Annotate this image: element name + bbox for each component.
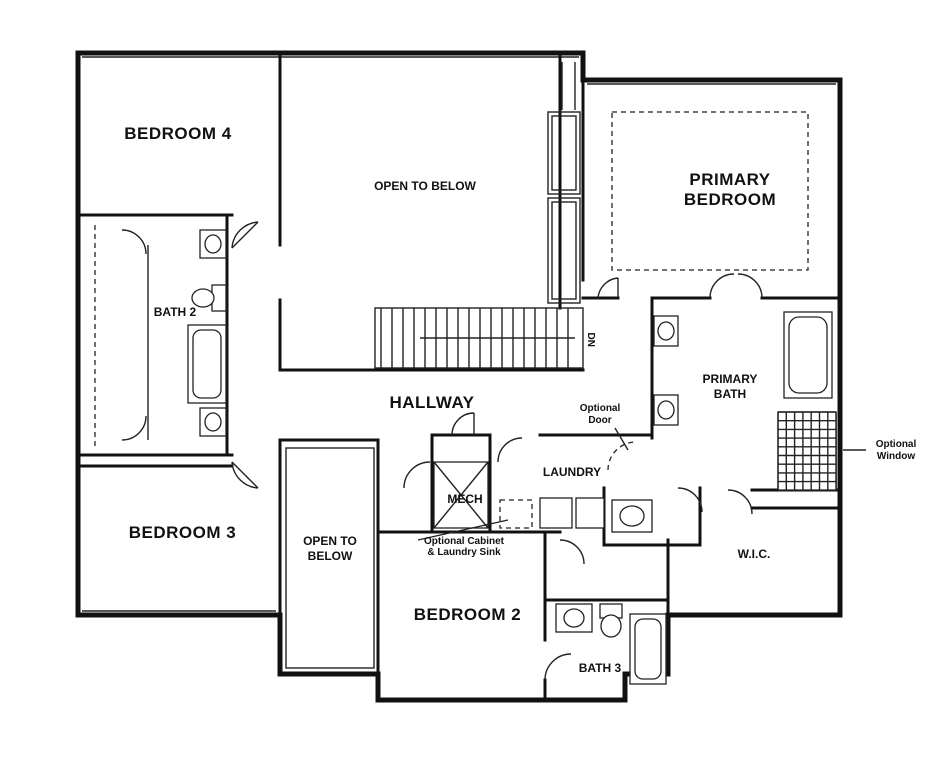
bedroom4-label: BEDROOM 4 — [124, 124, 232, 143]
bedroom2-label: BEDROOM 2 — [413, 605, 522, 624]
interior-walls — [78, 53, 842, 702]
door-swings — [121, 221, 763, 681]
bath2-label: BATH 2 — [153, 305, 197, 319]
shower-tile-grid — [777, 411, 837, 491]
optional-window-note-2: Window — [876, 451, 916, 462]
optional-door-note-2: Door — [588, 415, 612, 426]
staircase — [374, 307, 584, 369]
hallway-label: HALLWAY — [389, 393, 475, 412]
mech-label: MECH — [447, 492, 483, 506]
bedroom3-label: BEDROOM 3 — [128, 523, 237, 542]
optional-cabinet-note-2: & Laundry Sink — [427, 547, 501, 558]
open-to-below-top-label: OPEN TO BELOW — [374, 179, 476, 193]
window-bays — [285, 62, 581, 669]
wic-label: W.I.C. — [737, 547, 771, 561]
primary-bedroom-label-1: PRIMARY — [689, 170, 771, 189]
optional-window-note-1: Optional — [875, 439, 917, 450]
open-to-below-left-label-1: OPEN TO — [303, 534, 357, 548]
optional-door-note-1: Optional — [579, 403, 621, 414]
bath3-label: BATH 3 — [578, 661, 622, 675]
exterior-walls — [75, 50, 843, 703]
primary-bath-label-1: PRIMARY — [702, 372, 758, 386]
optional-cabinet-note-1: Optional Cabinet — [424, 536, 504, 547]
primary-bedroom-label-2: BEDROOM — [683, 190, 777, 209]
laundry-label: LAUNDRY — [542, 465, 602, 479]
bath3-fixtures — [555, 603, 667, 685]
stair-down-label: DN — [584, 332, 596, 347]
open-to-below-left-label-2: BELOW — [307, 549, 353, 563]
primary-bath-label-2: BATH — [713, 387, 747, 401]
laundry-fixtures — [433, 461, 653, 533]
bath2-fixtures — [94, 225, 227, 450]
primary-bath-fixtures — [653, 311, 837, 491]
tray-ceiling — [611, 111, 809, 271]
callout-leaders — [417, 427, 866, 541]
